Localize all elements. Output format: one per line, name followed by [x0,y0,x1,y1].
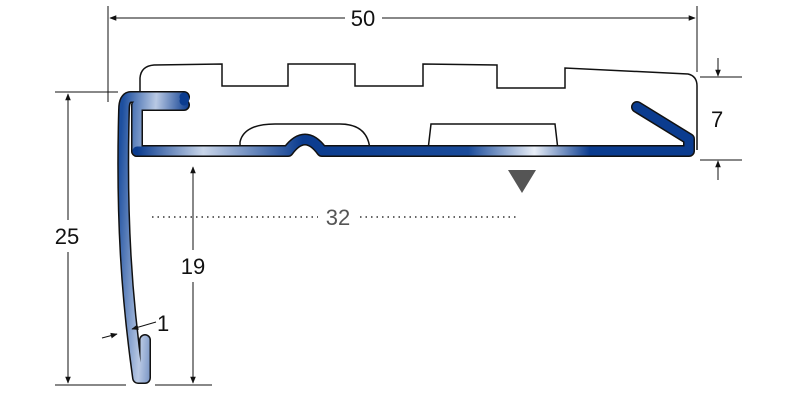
dimension-total-width [107,6,698,102]
label-inner-height: 19 [181,254,205,279]
dimension-insert-height [700,58,742,180]
label-total-width: 50 [351,6,375,31]
marker-triangle [508,170,536,193]
label-total-height: 25 [55,224,79,249]
aluminium-profile [117,91,695,384]
insert-rib-trapezoid [427,123,559,151]
label-tread-depth: 32 [326,205,350,230]
insert-strip [139,63,698,150]
label-thickness: 1 [157,311,169,336]
label-insert-height: 7 [711,107,723,132]
dimension-inner-height [155,166,212,386]
dimension-thickness [101,321,157,339]
dimension-total-height [55,91,126,386]
